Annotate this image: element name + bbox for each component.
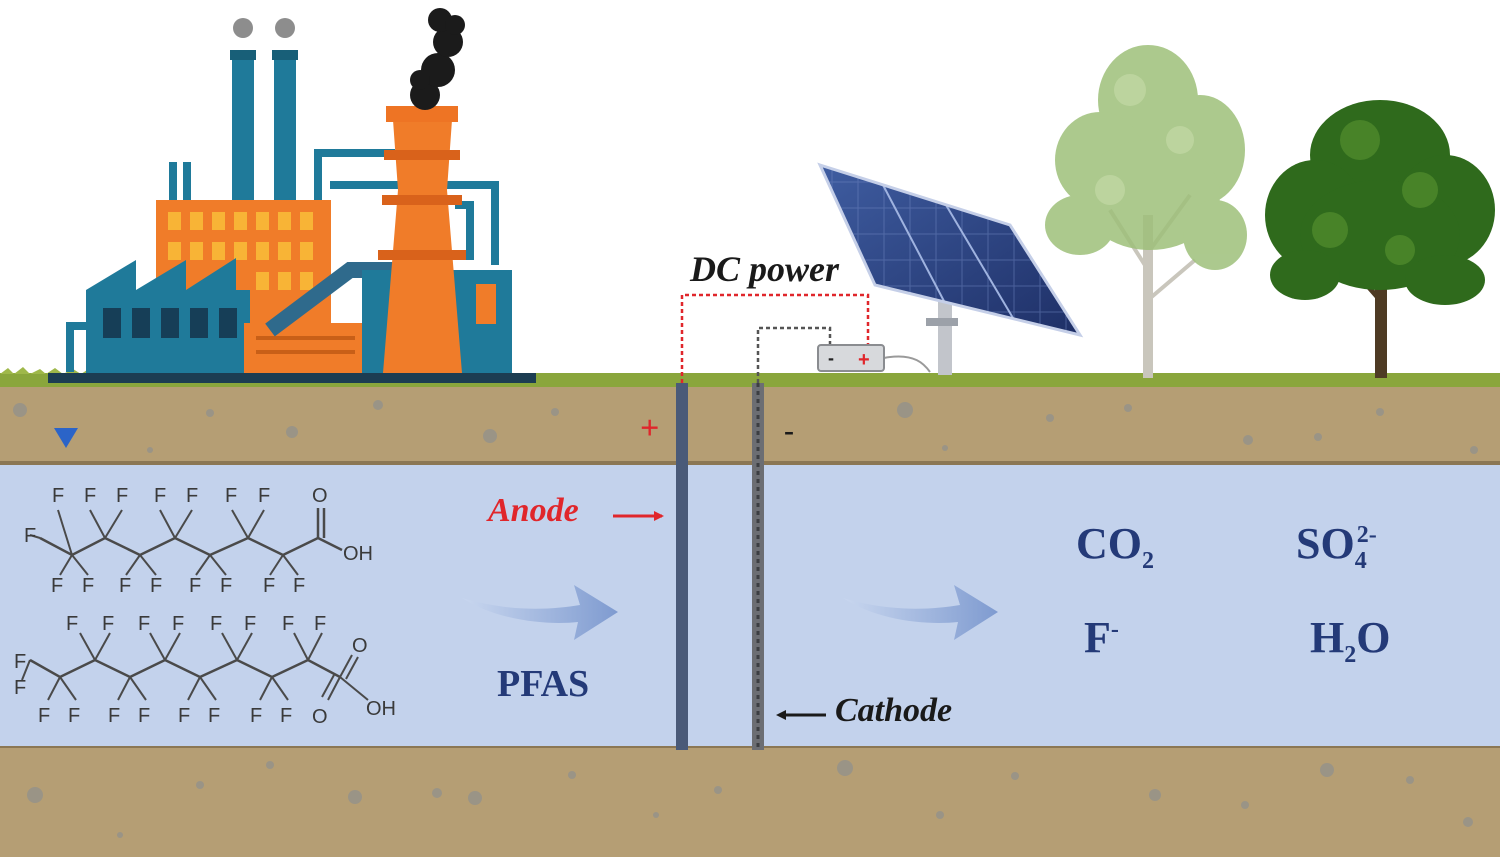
svg-text:F: F xyxy=(116,485,128,507)
panel-cable xyxy=(883,355,931,373)
pfoa-hydroxyl: OH xyxy=(343,543,373,565)
pfas-flow-arrow xyxy=(462,585,618,640)
svg-text:F: F xyxy=(282,613,294,635)
pfas-label: PFAS xyxy=(497,663,590,705)
svg-text:F: F xyxy=(208,705,220,727)
dc-power-label: DC power xyxy=(690,249,840,289)
svg-text:F: F xyxy=(102,613,114,635)
water-table-icon xyxy=(54,428,78,448)
battery-plus-label: + xyxy=(858,349,870,371)
birch-tree xyxy=(1045,45,1247,378)
fluoride-charge: - xyxy=(1110,616,1119,643)
anode-well xyxy=(676,383,688,750)
aquifer-layer xyxy=(0,463,1500,748)
product-fluoride: F- xyxy=(1084,612,1119,663)
svg-text:F: F xyxy=(150,575,162,597)
svg-text:F: F xyxy=(52,485,64,507)
product-co2: CO2 xyxy=(1076,518,1154,575)
water-subscript: 2 xyxy=(1344,641,1357,668)
pfos-hydroxyl: OH xyxy=(366,698,396,720)
product-sulfate: SO42- xyxy=(1296,518,1377,575)
oak-tree xyxy=(1265,100,1495,378)
so4-subscript: 4 xyxy=(1354,547,1367,574)
svg-text:F: F xyxy=(314,613,326,635)
svg-text:F: F xyxy=(138,613,150,635)
topsoil-layer xyxy=(0,385,1500,463)
soil-pebbles xyxy=(13,400,1478,838)
svg-text:F: F xyxy=(258,485,270,507)
so4-main: SO xyxy=(1296,519,1355,568)
svg-text:F: F xyxy=(189,575,201,597)
cathode-pointer-head xyxy=(776,710,786,720)
svg-text:F: F xyxy=(280,705,292,727)
pfos-sulfonyl-oxygen-bottom: O xyxy=(312,706,328,728)
cathode-label: Cathode xyxy=(835,692,953,729)
cathode-wire xyxy=(756,326,832,383)
so4-charge: 2- xyxy=(1356,522,1377,549)
svg-text:F: F xyxy=(293,575,305,597)
svg-text:F: F xyxy=(186,485,198,507)
pfoa-carbonyl-oxygen: O xyxy=(312,485,328,507)
svg-text:F: F xyxy=(210,613,222,635)
svg-text:F: F xyxy=(263,575,275,597)
svg-text:F: F xyxy=(24,525,36,547)
svg-text:F: F xyxy=(244,613,256,635)
svg-text:F: F xyxy=(38,705,50,727)
svg-text:F: F xyxy=(220,575,232,597)
solar-panel xyxy=(817,162,1084,375)
svg-text:F: F xyxy=(108,705,120,727)
bedrock-layer xyxy=(0,748,1500,857)
product-water: H2O xyxy=(1310,612,1390,669)
fluoride-main: F xyxy=(1084,613,1111,662)
battery-box xyxy=(817,344,885,372)
svg-text:F: F xyxy=(178,705,190,727)
cathode-well xyxy=(752,383,764,750)
svg-text:F: F xyxy=(68,705,80,727)
anode-pointer-head xyxy=(654,511,664,521)
pfos-sulfonyl-oxygen-top: O xyxy=(352,635,368,657)
water-o: O xyxy=(1356,613,1391,662)
anode-wire xyxy=(680,293,870,383)
anode-plus-sign: + xyxy=(640,410,660,447)
co2-main: CO xyxy=(1076,519,1142,568)
cathode-minus-sign: - xyxy=(784,414,794,447)
products-flow-arrow xyxy=(843,585,998,640)
svg-text:F: F xyxy=(225,485,237,507)
co2-subscript: 2 xyxy=(1142,547,1154,574)
svg-text:F: F xyxy=(154,485,166,507)
svg-text:F: F xyxy=(66,613,78,635)
svg-text:F: F xyxy=(119,575,131,597)
anode-label: Anode xyxy=(488,492,579,529)
battery-minus-label: - xyxy=(828,348,834,368)
svg-text:F: F xyxy=(138,705,150,727)
svg-text:F: F xyxy=(250,705,262,727)
svg-text:F: F xyxy=(51,575,63,597)
svg-text:F: F xyxy=(14,677,26,699)
svg-text:F: F xyxy=(14,651,26,673)
factory-illustration xyxy=(48,8,536,383)
svg-text:F: F xyxy=(172,613,184,635)
svg-text:F: F xyxy=(84,485,96,507)
water-h: H xyxy=(1310,613,1345,662)
svg-text:F: F xyxy=(82,575,94,597)
